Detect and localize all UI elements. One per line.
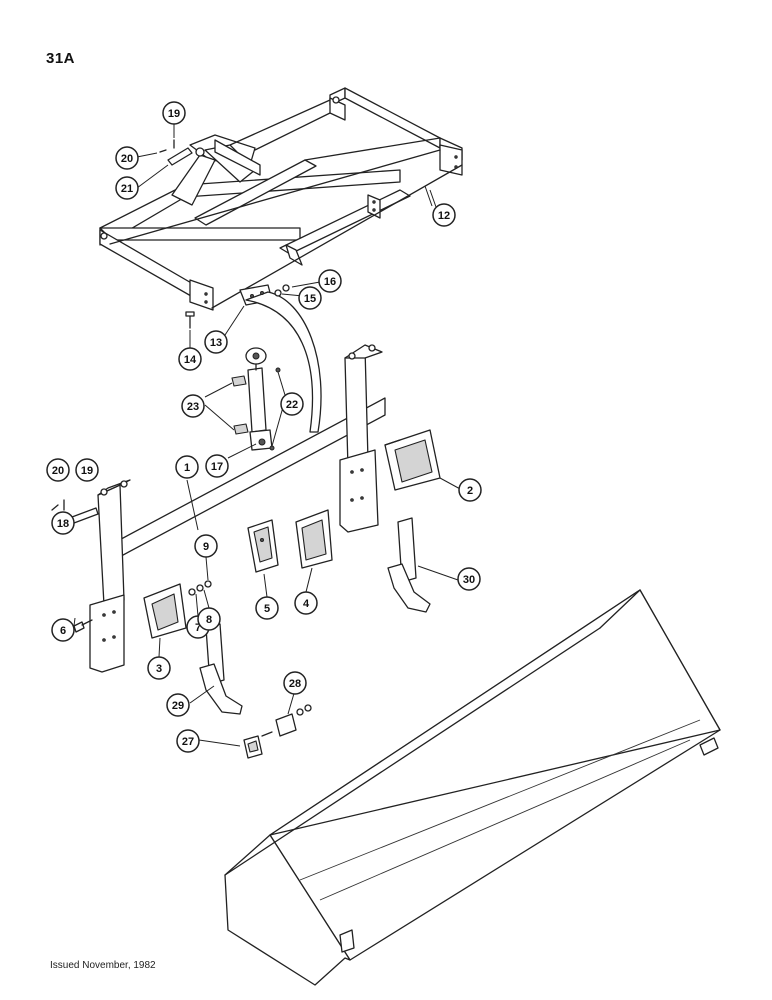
callout-label: 9 <box>203 541 209 553</box>
callout-label: 30 <box>463 574 475 586</box>
callout-3: 3 <box>147 656 171 680</box>
leader-lines <box>62 124 463 747</box>
shank-29 <box>199 623 243 715</box>
clamp-2 <box>384 429 441 491</box>
bolt-6 <box>73 619 93 633</box>
callout-19-top: 19 <box>162 101 186 125</box>
callout-label: 29 <box>172 700 184 712</box>
callout-label: 14 <box>184 354 197 366</box>
callout-13: 13 <box>204 330 228 354</box>
main-frame <box>99 87 463 311</box>
callout-label: 19 <box>81 465 93 477</box>
shank-30 <box>387 517 431 613</box>
callout-label: 17 <box>211 461 223 473</box>
callout-label: 4 <box>303 598 310 610</box>
callout-label: 20 <box>52 465 64 477</box>
callout-17: 17 <box>205 454 229 478</box>
callout-label: 20 <box>121 153 133 165</box>
callout-label: 13 <box>210 337 222 349</box>
callout-9: 9 <box>194 534 218 558</box>
callout-label: 16 <box>324 276 336 288</box>
callout-8: 8 <box>197 607 221 631</box>
callout-label: 18 <box>57 518 69 530</box>
callout-19-left: 19 <box>75 458 99 482</box>
callout-label: 8 <box>206 614 212 626</box>
callout-1: 1 <box>175 455 199 479</box>
page-label: 31A <box>46 50 76 67</box>
callout-label: 22 <box>286 399 298 411</box>
issued-date-footer: Issued November, 1982 <box>50 960 156 971</box>
nuts-7-8-9 <box>188 580 212 596</box>
callout-label: 28 <box>289 678 301 690</box>
hitch-pin-top <box>159 139 193 166</box>
callout-4: 4 <box>294 591 318 615</box>
callout-27: 27 <box>176 729 200 753</box>
spring-shank <box>239 284 322 433</box>
callout-label: 5 <box>264 603 270 615</box>
left-upright <box>89 479 131 673</box>
callout-2: 2 <box>458 478 482 502</box>
callout-16: 16 <box>318 269 342 293</box>
callout-label: 21 <box>121 183 133 195</box>
right-upright <box>339 344 383 533</box>
callout-23: 23 <box>181 394 205 418</box>
callout-21: 21 <box>115 176 139 200</box>
callout-label: 19 <box>168 108 180 120</box>
bracket-5 <box>247 519 279 573</box>
bracket-4 <box>295 509 333 569</box>
callout-22: 22 <box>280 392 304 416</box>
callout-18: 18 <box>51 511 75 535</box>
callout-20-left: 20 <box>46 458 70 482</box>
callout-14: 14 <box>178 347 202 371</box>
leveling-box <box>224 589 721 986</box>
hydraulic-cylinder <box>231 347 273 451</box>
callout-label: 1 <box>184 462 190 474</box>
callout-15: 15 <box>298 286 322 310</box>
bracket-3 <box>143 583 187 639</box>
callout-30: 30 <box>457 567 481 591</box>
bolts-28 <box>261 704 312 737</box>
callout-label: 23 <box>187 401 199 413</box>
callout-label: 7 <box>195 622 201 634</box>
callout-label: 6 <box>60 625 66 637</box>
callout-5: 5 <box>255 596 279 620</box>
bolts-15-16 <box>274 284 290 297</box>
callout-label: 2 <box>467 485 473 497</box>
callout-6: 6 <box>51 618 75 642</box>
callout-label: 27 <box>182 736 194 748</box>
callout-label: 3 <box>156 663 162 675</box>
callout-20-top: 20 <box>115 146 139 170</box>
point-27 <box>243 735 263 759</box>
callout-label: 12 <box>438 210 450 222</box>
callout-28: 28 <box>283 671 307 695</box>
bolt-14 <box>185 311 195 329</box>
callout-label: 15 <box>304 293 316 305</box>
callout-12: 12 <box>432 203 456 227</box>
callout-29: 29 <box>166 693 190 717</box>
